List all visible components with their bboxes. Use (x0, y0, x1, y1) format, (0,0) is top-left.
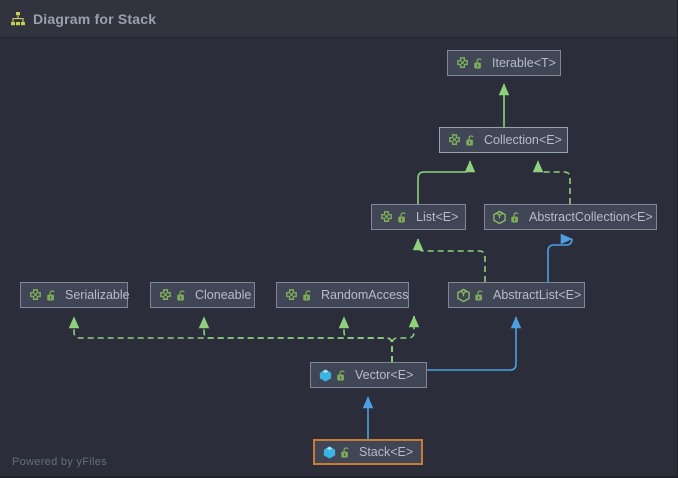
uml-node-label: Iterable<T> (492, 56, 556, 70)
edge-vector-abstractlist (427, 316, 522, 371)
edge-list-collection (417, 160, 476, 204)
interface-icon (284, 288, 299, 303)
class-icon (322, 445, 337, 460)
diagram-canvas[interactable]: Iterable<T> Collection<E> List<E> AbstractC… (0, 38, 677, 476)
edge-vector-serializable (68, 316, 393, 362)
edge-layer (68, 83, 578, 439)
edge-vector-list (391, 315, 420, 362)
interface-icon (28, 288, 43, 303)
uml-node-stack[interactable]: Stack<E> (313, 439, 423, 465)
hierarchy-diagram-icon (10, 11, 26, 27)
abstract-icon (492, 210, 507, 225)
visibility-lock-icon (462, 134, 476, 147)
uml-node-randomaccess[interactable]: RandomAccess (276, 282, 409, 308)
visibility-lock-icon (394, 211, 408, 224)
edge-abstractcollection-collection (532, 160, 571, 204)
uml-node-label: Cloneable (195, 288, 252, 302)
uml-node-serializable[interactable]: Serializable (20, 282, 130, 308)
interface-icon (379, 210, 394, 225)
visibility-lock-icon (333, 369, 347, 382)
visibility-lock-icon (337, 446, 351, 459)
uml-node-list[interactable]: List<E> (371, 204, 466, 230)
interface-icon (455, 56, 470, 71)
yfiles-watermark: Powered by yFiles (12, 456, 107, 468)
visibility-lock-icon (43, 289, 57, 302)
edge-vector-randomaccess (338, 316, 393, 362)
uml-node-label: List<E> (416, 210, 459, 224)
uml-node-label: AbstractList<E> (493, 288, 582, 302)
visibility-lock-icon (471, 289, 485, 302)
window-header: Diagram for Stack (0, 0, 677, 38)
uml-node-abstractlist[interactable]: AbstractList<E> (448, 282, 585, 308)
visibility-lock-icon (470, 57, 484, 70)
uml-node-label: AbstractCollection<E> (529, 210, 653, 224)
visibility-lock-icon (173, 289, 187, 302)
edge-abstractlist-list (412, 238, 486, 282)
abstract-icon (456, 288, 471, 303)
uml-node-label: Serializable (65, 288, 130, 302)
uml-node-vector[interactable]: Vector<E> (310, 362, 427, 388)
interface-icon (447, 133, 462, 148)
class-icon (318, 368, 333, 383)
uml-node-label: Vector<E> (355, 368, 414, 382)
uml-node-label: Stack<E> (359, 445, 414, 459)
page-title: Diagram for Stack (33, 10, 157, 27)
interface-icon (158, 288, 173, 303)
uml-node-label: Collection<E> (484, 133, 562, 147)
edge-vector-cloneable (198, 316, 393, 362)
visibility-lock-icon (507, 211, 521, 224)
edge-abstractlist-abstractcollection (547, 238, 578, 282)
uml-node-iterable[interactable]: Iterable<T> (447, 50, 561, 76)
visibility-lock-icon (299, 289, 313, 302)
uml-node-label: RandomAccess (321, 288, 409, 302)
uml-node-cloneable[interactable]: Cloneable (150, 282, 255, 308)
uml-node-collection[interactable]: Collection<E> (439, 127, 568, 153)
uml-node-abstractcollection[interactable]: AbstractCollection<E> (484, 204, 657, 230)
